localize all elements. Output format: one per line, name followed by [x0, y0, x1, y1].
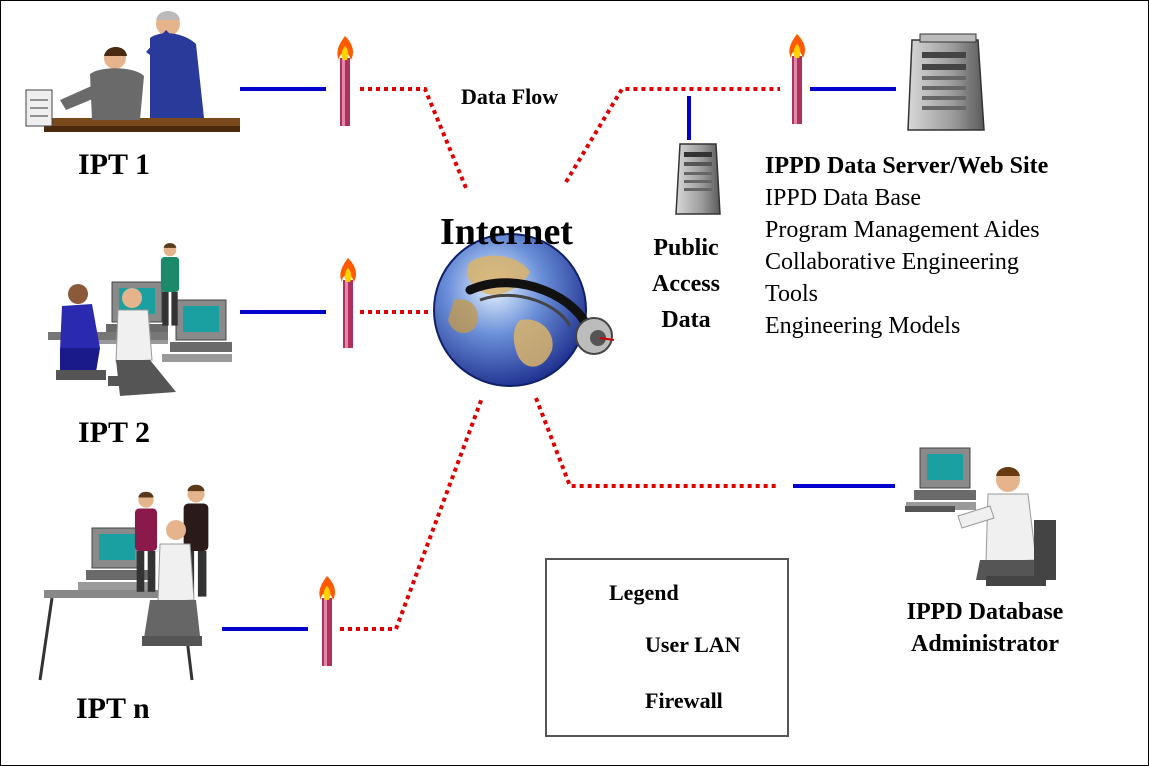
public-access-line-3: Data [661, 307, 711, 333]
server-item-1: IPPD Data Base [765, 185, 921, 211]
data-flow-lines [340, 87, 780, 631]
administrator-icon [905, 447, 1056, 586]
firewall-ipt2 [340, 258, 356, 348]
ipt1-label: IPT 1 [78, 148, 150, 181]
ipt2-team-icon [48, 243, 233, 396]
user-lan-lines [222, 87, 896, 631]
server-item-4: Tools [765, 281, 818, 307]
iptn-team-icon [38, 484, 209, 681]
ipt2-label: IPT 2 [78, 416, 150, 449]
admin-line-1: IPPD Database [906, 599, 1064, 625]
server-item-2: Program Management Aides [765, 217, 1040, 243]
public-access-line-1: Public [653, 235, 719, 261]
internet-globe-icon [433, 233, 615, 387]
server-description: IPPD Data Server/Web Site IPPD Data Base… [765, 150, 1048, 342]
flow-top-right [564, 87, 780, 184]
data-flow-label: Data Flow [461, 84, 559, 109]
server-item-3: Collaborative Engineering [765, 249, 1019, 275]
server-item-5: Engineering Models [765, 313, 961, 339]
firewall-ipt1 [337, 36, 353, 126]
flow-iptn [340, 397, 484, 631]
flow-admin [534, 397, 778, 488]
admin-line-2: Administrator [911, 631, 1059, 657]
iptn-label: IPT n [76, 692, 150, 725]
legend-title: Legend [609, 580, 679, 605]
public-access-label: Public Access Data [640, 230, 732, 338]
legend-box [545, 558, 789, 737]
admin-label: IPPD Database Administrator [880, 596, 1090, 660]
web-server-icon [907, 33, 985, 131]
ipt1-team-icon [25, 11, 240, 132]
firewall-iptn [319, 576, 335, 666]
firewall-server [789, 34, 805, 124]
public-access-line-2: Access [652, 271, 720, 297]
flow-ipt1 [360, 87, 468, 189]
legend-firewall-label: Firewall [645, 688, 723, 713]
internet-label: Internet [440, 211, 573, 253]
server-title: IPPD Data Server/Web Site [765, 153, 1049, 179]
legend-user-lan-label: User LAN [645, 632, 741, 657]
public-access-server-icon [675, 143, 721, 215]
